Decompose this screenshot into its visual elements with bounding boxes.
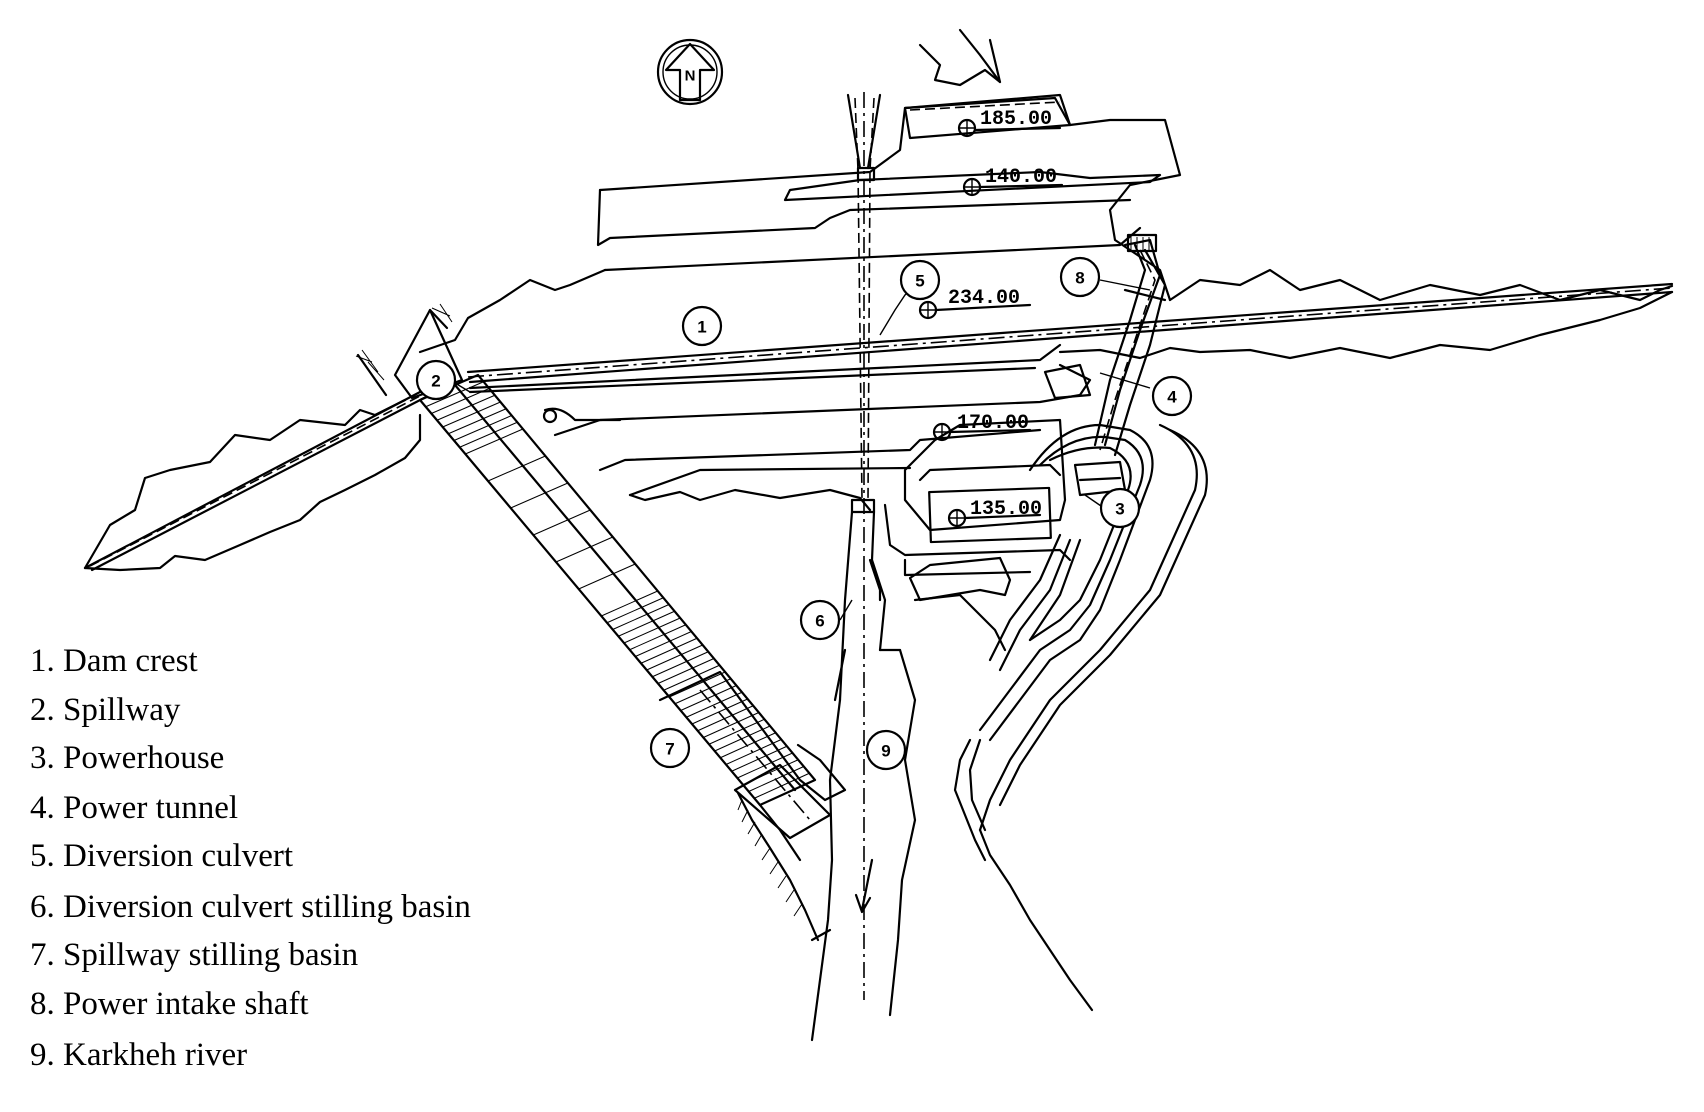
diversion-culvert	[838, 92, 887, 1000]
callout-5: 5	[899, 259, 941, 301]
svg-text:2: 2	[431, 372, 440, 391]
svg-text:1: 1	[697, 318, 706, 337]
powerhouse-area	[883, 418, 1072, 652]
legend: 1. Dam crest 2. Spillway 3. Powerhouse 4…	[30, 643, 471, 1073]
svg-text:5: 5	[915, 272, 924, 291]
elevation-234: 234.00	[918, 287, 1032, 320]
elevation-135-label: 135.00	[970, 498, 1042, 521]
callout-9: 9	[865, 729, 907, 771]
legend-item-9: 9. Karkheh river	[30, 1037, 247, 1073]
elevation-140: 140.00	[962, 166, 1064, 197]
legend-item-2: 2. Spillway	[30, 692, 181, 728]
svg-text:6: 6	[815, 612, 824, 631]
right-terrain	[1058, 268, 1674, 360]
spillway	[355, 303, 817, 807]
north-letter: N	[685, 68, 696, 85]
callout-8: 8	[1059, 256, 1101, 298]
spillway-stilling-basin	[658, 670, 847, 942]
elevation-170: 170.00	[932, 412, 1032, 442]
callout-3: 3	[1099, 487, 1141, 529]
elevation-185-label: 185.00	[980, 108, 1052, 131]
elevation-140-label: 140.00	[985, 166, 1057, 189]
elevation-234-label: 234.00	[948, 287, 1020, 310]
upper-excavation	[596, 28, 1182, 302]
left-terrain	[83, 268, 607, 572]
legend-item-1: 1. Dam crest	[30, 643, 198, 679]
svg-text:9: 9	[881, 742, 890, 761]
callout-7: 7	[649, 727, 691, 769]
elevation-185: 185.00	[957, 108, 1062, 138]
callout-2: 2	[415, 359, 457, 401]
legend-item-7: 7. Spillway stilling basin	[30, 937, 358, 973]
legend-item-4: 4. Power tunnel	[30, 790, 238, 826]
legend-item-8: 8. Power intake shaft	[30, 986, 309, 1022]
svg-text:3: 3	[1115, 500, 1124, 519]
dam-crest	[466, 282, 1674, 394]
callout-4: 4	[1151, 375, 1193, 417]
north-arrow-icon: N	[656, 38, 724, 106]
svg-text:7: 7	[665, 740, 674, 759]
legend-item-5: 5. Diversion culvert	[30, 838, 293, 874]
svg-text:8: 8	[1075, 269, 1084, 288]
svg-text:4: 4	[1167, 388, 1177, 407]
callout-6: 6	[799, 599, 841, 641]
power-intake-and-tunnel	[1043, 233, 1167, 497]
legend-item-3: 3. Powerhouse	[30, 740, 224, 776]
legend-item-6: 6. Diversion culvert stilling basin	[30, 889, 471, 925]
karkheh-river	[810, 648, 917, 1042]
callout-1: 1	[681, 305, 723, 347]
middle-berms	[542, 363, 1092, 512]
elevation-135: 135.00	[947, 498, 1042, 528]
elevation-markers: 185.00 140.00 234.00 170.00 135.00	[918, 108, 1064, 528]
elevation-170-label: 170.00	[957, 412, 1029, 435]
